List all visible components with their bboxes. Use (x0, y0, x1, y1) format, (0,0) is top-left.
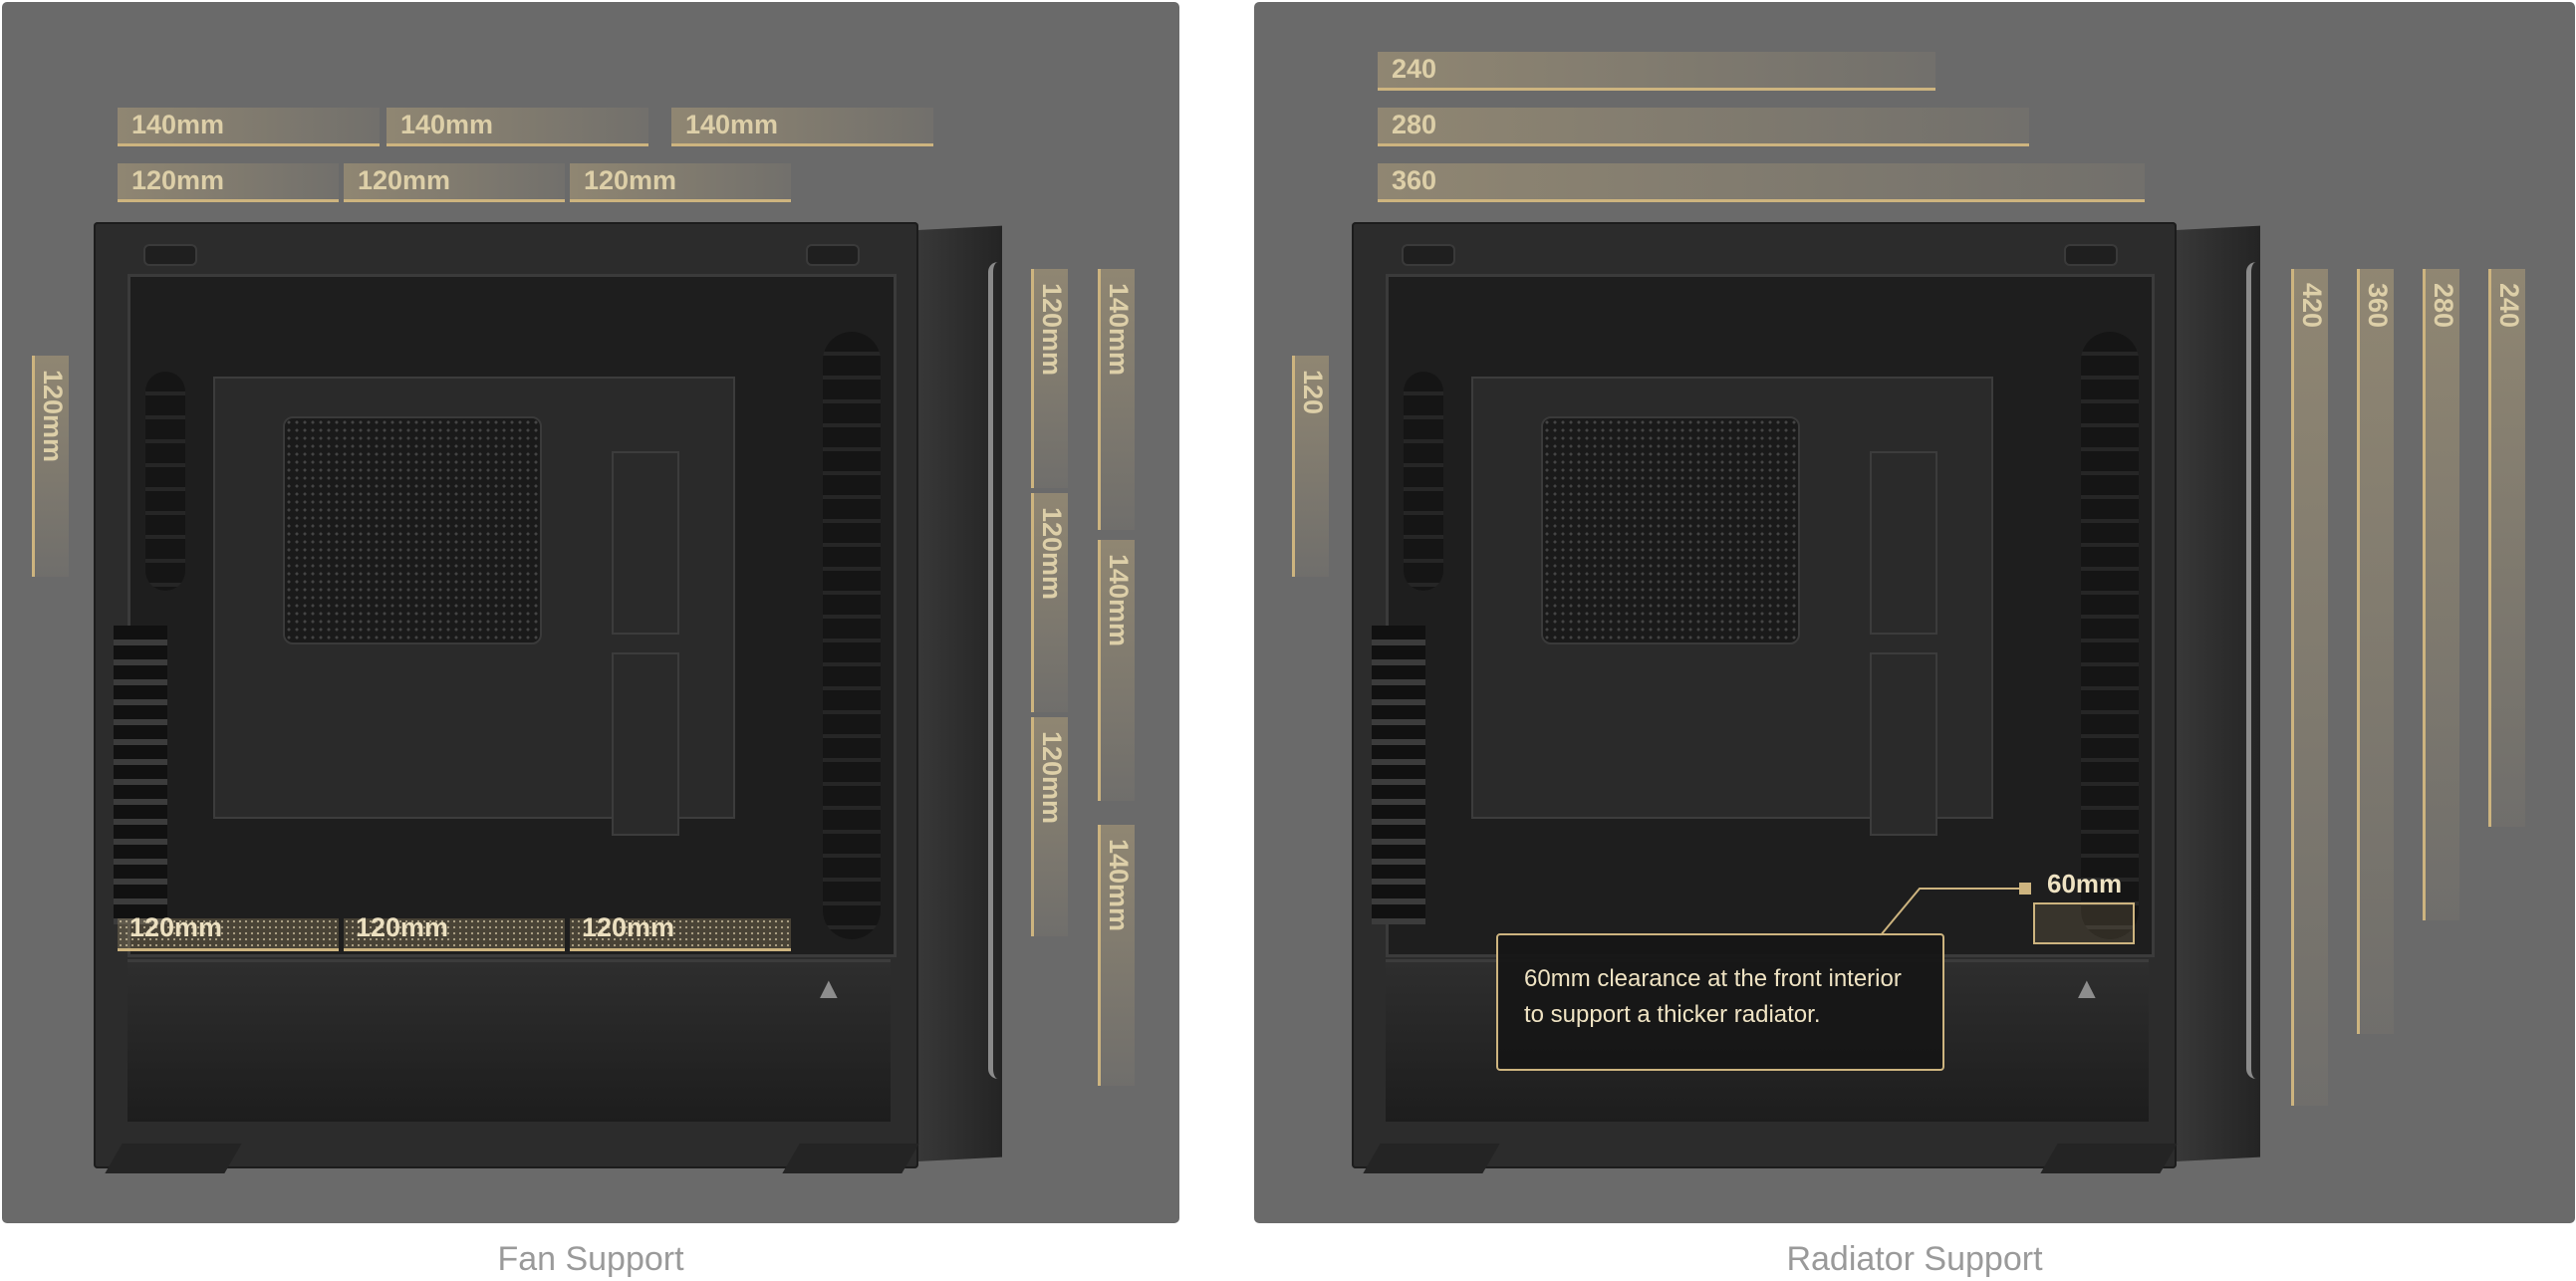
bottom-fan-120-3: 120mm (570, 912, 791, 951)
top-fan-120-2: 120mm (344, 163, 565, 202)
case-illustration: ▲ (1352, 222, 2268, 1173)
bottom-fan-120-1: 120mm (118, 912, 339, 951)
bottom-fan-120-2-label: 120mm (356, 912, 449, 942)
front-radiator-240: 240 (2488, 269, 2525, 827)
psu-shroud (128, 959, 891, 1122)
brand-logo-icon: ▲ (814, 972, 844, 1005)
case-foot-left (105, 1144, 242, 1173)
front-radiator-420-label: 420 (2297, 283, 2327, 329)
front-radiator-280: 280 (2423, 269, 2459, 920)
front-led-strip (2246, 262, 2271, 1079)
top-fan-140-2-label: 140mm (400, 110, 494, 139)
rear-fan (145, 372, 185, 591)
cable-routing-bracket-2 (1870, 652, 1937, 836)
case-foot-right (2040, 1144, 2178, 1173)
rear-radiator-120: 120 (1292, 356, 1329, 577)
front-fan-140-2-label: 140mm (1104, 554, 1134, 647)
front-fan-120-1-label: 120mm (1037, 283, 1067, 377)
top-left-latch (143, 244, 197, 266)
top-fan-140-3-label: 140mm (685, 110, 779, 139)
fan-support-panel: ▲ 140mm 140mm 140mm 120mm 120mm 120mm 12… (2, 2, 1179, 1223)
cable-routing-bracket-1 (612, 451, 679, 635)
callout-leader-line (1880, 883, 2031, 937)
rear-radiator-120-label: 120 (1298, 370, 1328, 415)
top-fan-120-3-label: 120mm (584, 165, 677, 195)
top-right-latch (806, 244, 860, 266)
cpu-cutout-mesh (283, 416, 542, 644)
front-fan-120-2: 120mm (1031, 493, 1068, 712)
top-radiator-240-label: 240 (1392, 54, 1437, 84)
brand-logo-icon: ▲ (2072, 972, 2102, 1005)
front-fan-140-2: 140mm (1098, 540, 1135, 801)
front-radiator-420: 420 (2291, 269, 2328, 1106)
expansion-slots (114, 626, 167, 924)
front-fan-120-3: 120mm (1031, 717, 1068, 936)
callout-line-1: 60mm clearance at the front interior (1524, 965, 1902, 992)
radiator-support-caption: Radiator Support (1786, 1240, 2043, 1278)
top-fan-140-2: 140mm (386, 108, 648, 146)
front-fan-120-1: 120mm (1031, 269, 1068, 488)
case-foot-right (782, 1144, 919, 1173)
front-fan-120-3-label: 120mm (1037, 731, 1067, 825)
top-radiator-360-label: 360 (1392, 165, 1437, 195)
cable-routing-bracket-2 (612, 652, 679, 836)
top-fan-140-1: 140mm (118, 108, 380, 146)
top-left-latch (1402, 244, 1455, 266)
bottom-fan-120-2: 120mm (344, 912, 565, 951)
front-fan-140-1-label: 140mm (1104, 283, 1134, 377)
expansion-slots (1372, 626, 1425, 924)
rear-fan (1404, 372, 1443, 591)
cable-routing-bracket-1 (1870, 451, 1937, 635)
top-radiator-280-label: 280 (1392, 110, 1437, 139)
front-fans (2081, 332, 2139, 939)
rear-fan-120: 120mm (32, 356, 69, 577)
case-foot-left (1363, 1144, 1500, 1173)
clearance-callout: 60mm clearance at the front interior to … (1496, 933, 1944, 1071)
top-radiator-280: 280 (1378, 108, 2029, 146)
cpu-cutout-mesh (1541, 416, 1800, 644)
top-radiator-360: 360 (1378, 163, 2145, 202)
case-illustration: ▲ (94, 222, 1010, 1173)
top-right-latch (2064, 244, 2118, 266)
clearance-area-marker (2033, 902, 2135, 944)
top-fan-120-1-label: 120mm (131, 165, 225, 195)
front-radiator-240-label: 240 (2494, 283, 2524, 329)
front-radiator-360-label: 360 (2363, 283, 2393, 329)
front-radiator-280-label: 280 (2429, 283, 2458, 329)
top-fan-120-1: 120mm (118, 163, 339, 202)
fan-support-caption: Fan Support (497, 1240, 684, 1278)
top-fan-120-2-label: 120mm (358, 165, 451, 195)
bottom-fan-120-3-label: 120mm (582, 912, 675, 942)
front-led-strip (988, 262, 1013, 1079)
top-radiator-240: 240 (1378, 52, 1935, 91)
clearance-tag: 60mm (2047, 869, 2123, 898)
rear-fan-120-label: 120mm (38, 370, 68, 463)
front-fan-140-3: 140mm (1098, 825, 1135, 1086)
front-fans (823, 332, 881, 939)
front-radiator-360: 360 (2357, 269, 2394, 1034)
front-fan-140-3-label: 140mm (1104, 839, 1134, 932)
callout-line-2: to support a thicker radiator. (1524, 1001, 1821, 1028)
top-fan-140-1-label: 140mm (131, 110, 225, 139)
top-fan-140-3: 140mm (671, 108, 933, 146)
bottom-fan-120-1-label: 120mm (129, 912, 223, 942)
front-fan-140-1: 140mm (1098, 269, 1135, 530)
top-fan-120-3: 120mm (570, 163, 791, 202)
front-fan-120-2-label: 120mm (1037, 507, 1067, 601)
